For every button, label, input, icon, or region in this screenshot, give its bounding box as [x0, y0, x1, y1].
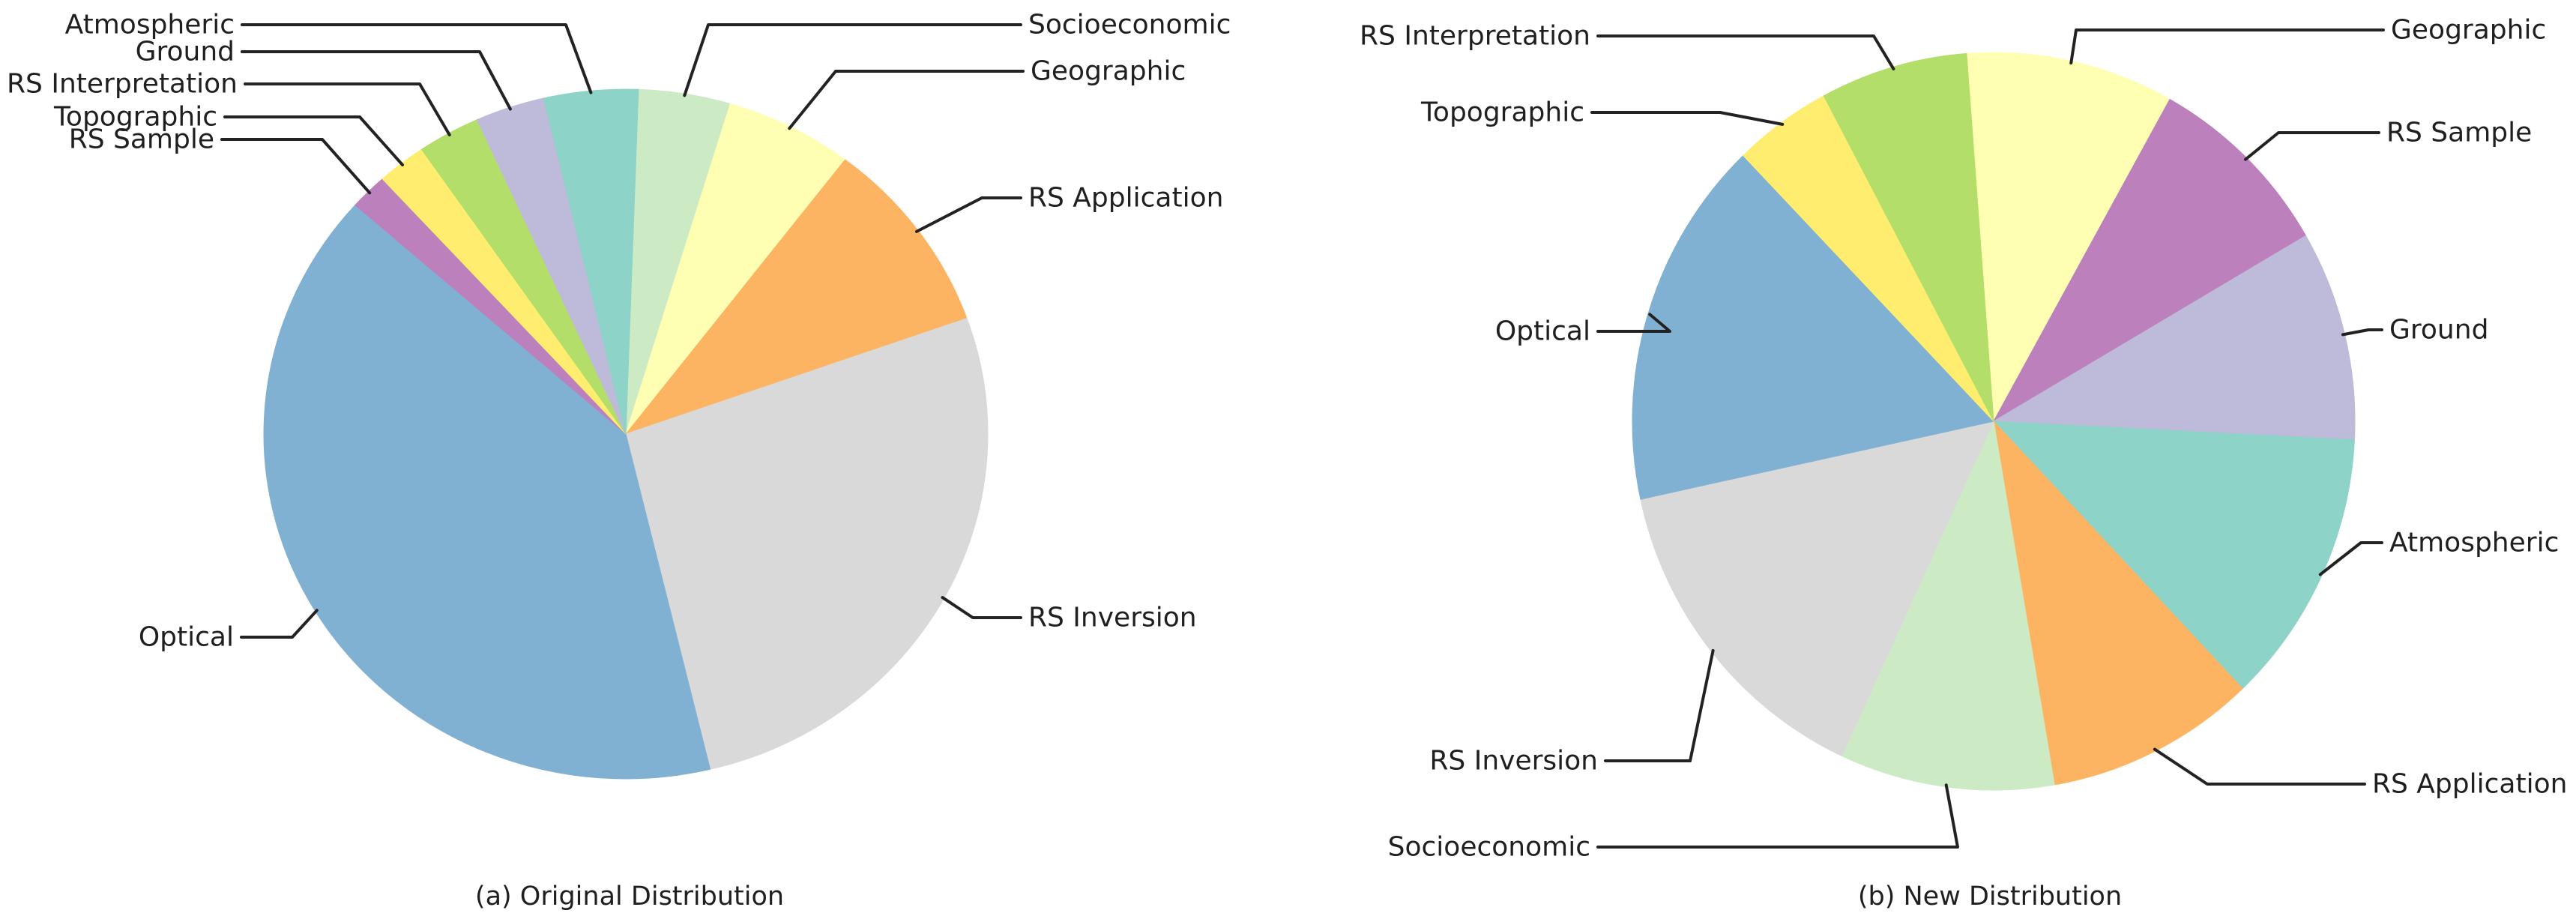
- slice-label-rs-sample: RS Sample: [2386, 118, 2532, 148]
- caption-original-distribution: (a) Original Distribution: [474, 882, 785, 912]
- slice-label-topographic: Topographic: [53, 102, 217, 133]
- leader-line-rs-interpretation: [244, 82, 451, 136]
- caption-new-distribution: (b) New Distribution: [1857, 882, 2123, 912]
- leader-line-geographic: [788, 70, 1025, 130]
- slice-label-optical: Optical: [1495, 316, 1590, 347]
- slice-label-geographic: Geographic: [1031, 56, 1186, 87]
- slice-label-atmospheric: Atmospheric: [65, 10, 235, 40]
- slice-label-socioeconomic: Socioeconomic: [1388, 832, 1590, 863]
- slice-label-ground: Ground: [136, 37, 235, 67]
- leader-line-rs-application: [915, 196, 1022, 233]
- leader-line-ground: [2341, 328, 2383, 337]
- slice-label-rs-inversion: RS Inversion: [1429, 746, 1598, 777]
- slice-label-socioeconomic: Socioeconomic: [1028, 10, 1231, 40]
- slice-label-rs-inversion: RS Inversion: [1028, 603, 1197, 633]
- leader-line-optical: [240, 609, 319, 639]
- leader-line-rs-application: [2153, 747, 2366, 786]
- leader-line-socioeconomic: [1596, 783, 1959, 849]
- slice-label-geographic: Geographic: [2391, 15, 2546, 46]
- leader-line-rs-inversion: [1604, 648, 1715, 762]
- slice-label-topographic: Topographic: [1420, 97, 1584, 128]
- leader-line-rs-sample: [2244, 131, 2380, 161]
- leader-line-socioeconomic: [683, 23, 1022, 97]
- leader-line-rs-sample: [220, 138, 372, 195]
- leader-line-topographic: [223, 115, 404, 166]
- leader-line-optical: [1596, 313, 1671, 333]
- leader-line-topographic: [1590, 111, 1785, 126]
- slice-label-rs-interpretation: RS Interpretation: [7, 69, 238, 100]
- leader-line-rs-inversion: [941, 596, 1022, 619]
- slice-label-rs-sample: RS Sample: [69, 124, 214, 155]
- slice-label-atmospheric: Atmospheric: [2389, 528, 2559, 558]
- slice-label-rs-interpretation: RS Interpretation: [1360, 21, 1590, 52]
- pie-slice-atmospheric: [1992, 421, 2355, 690]
- pie-slice-optical: [1632, 154, 1994, 500]
- slice-label-rs-application: RS Application: [1028, 183, 1223, 214]
- leader-line-rs-interpretation: [1596, 34, 1895, 70]
- leader-line-geographic: [2069, 28, 2385, 64]
- slice-label-ground: Ground: [2389, 315, 2488, 346]
- slice-label-optical: Optical: [139, 622, 234, 653]
- slice-label-rs-application: RS Application: [2372, 769, 2567, 800]
- leader-line-atmospheric: [241, 23, 593, 94]
- leader-line-atmospheric: [2318, 541, 2383, 576]
- leader-line-ground: [241, 50, 512, 111]
